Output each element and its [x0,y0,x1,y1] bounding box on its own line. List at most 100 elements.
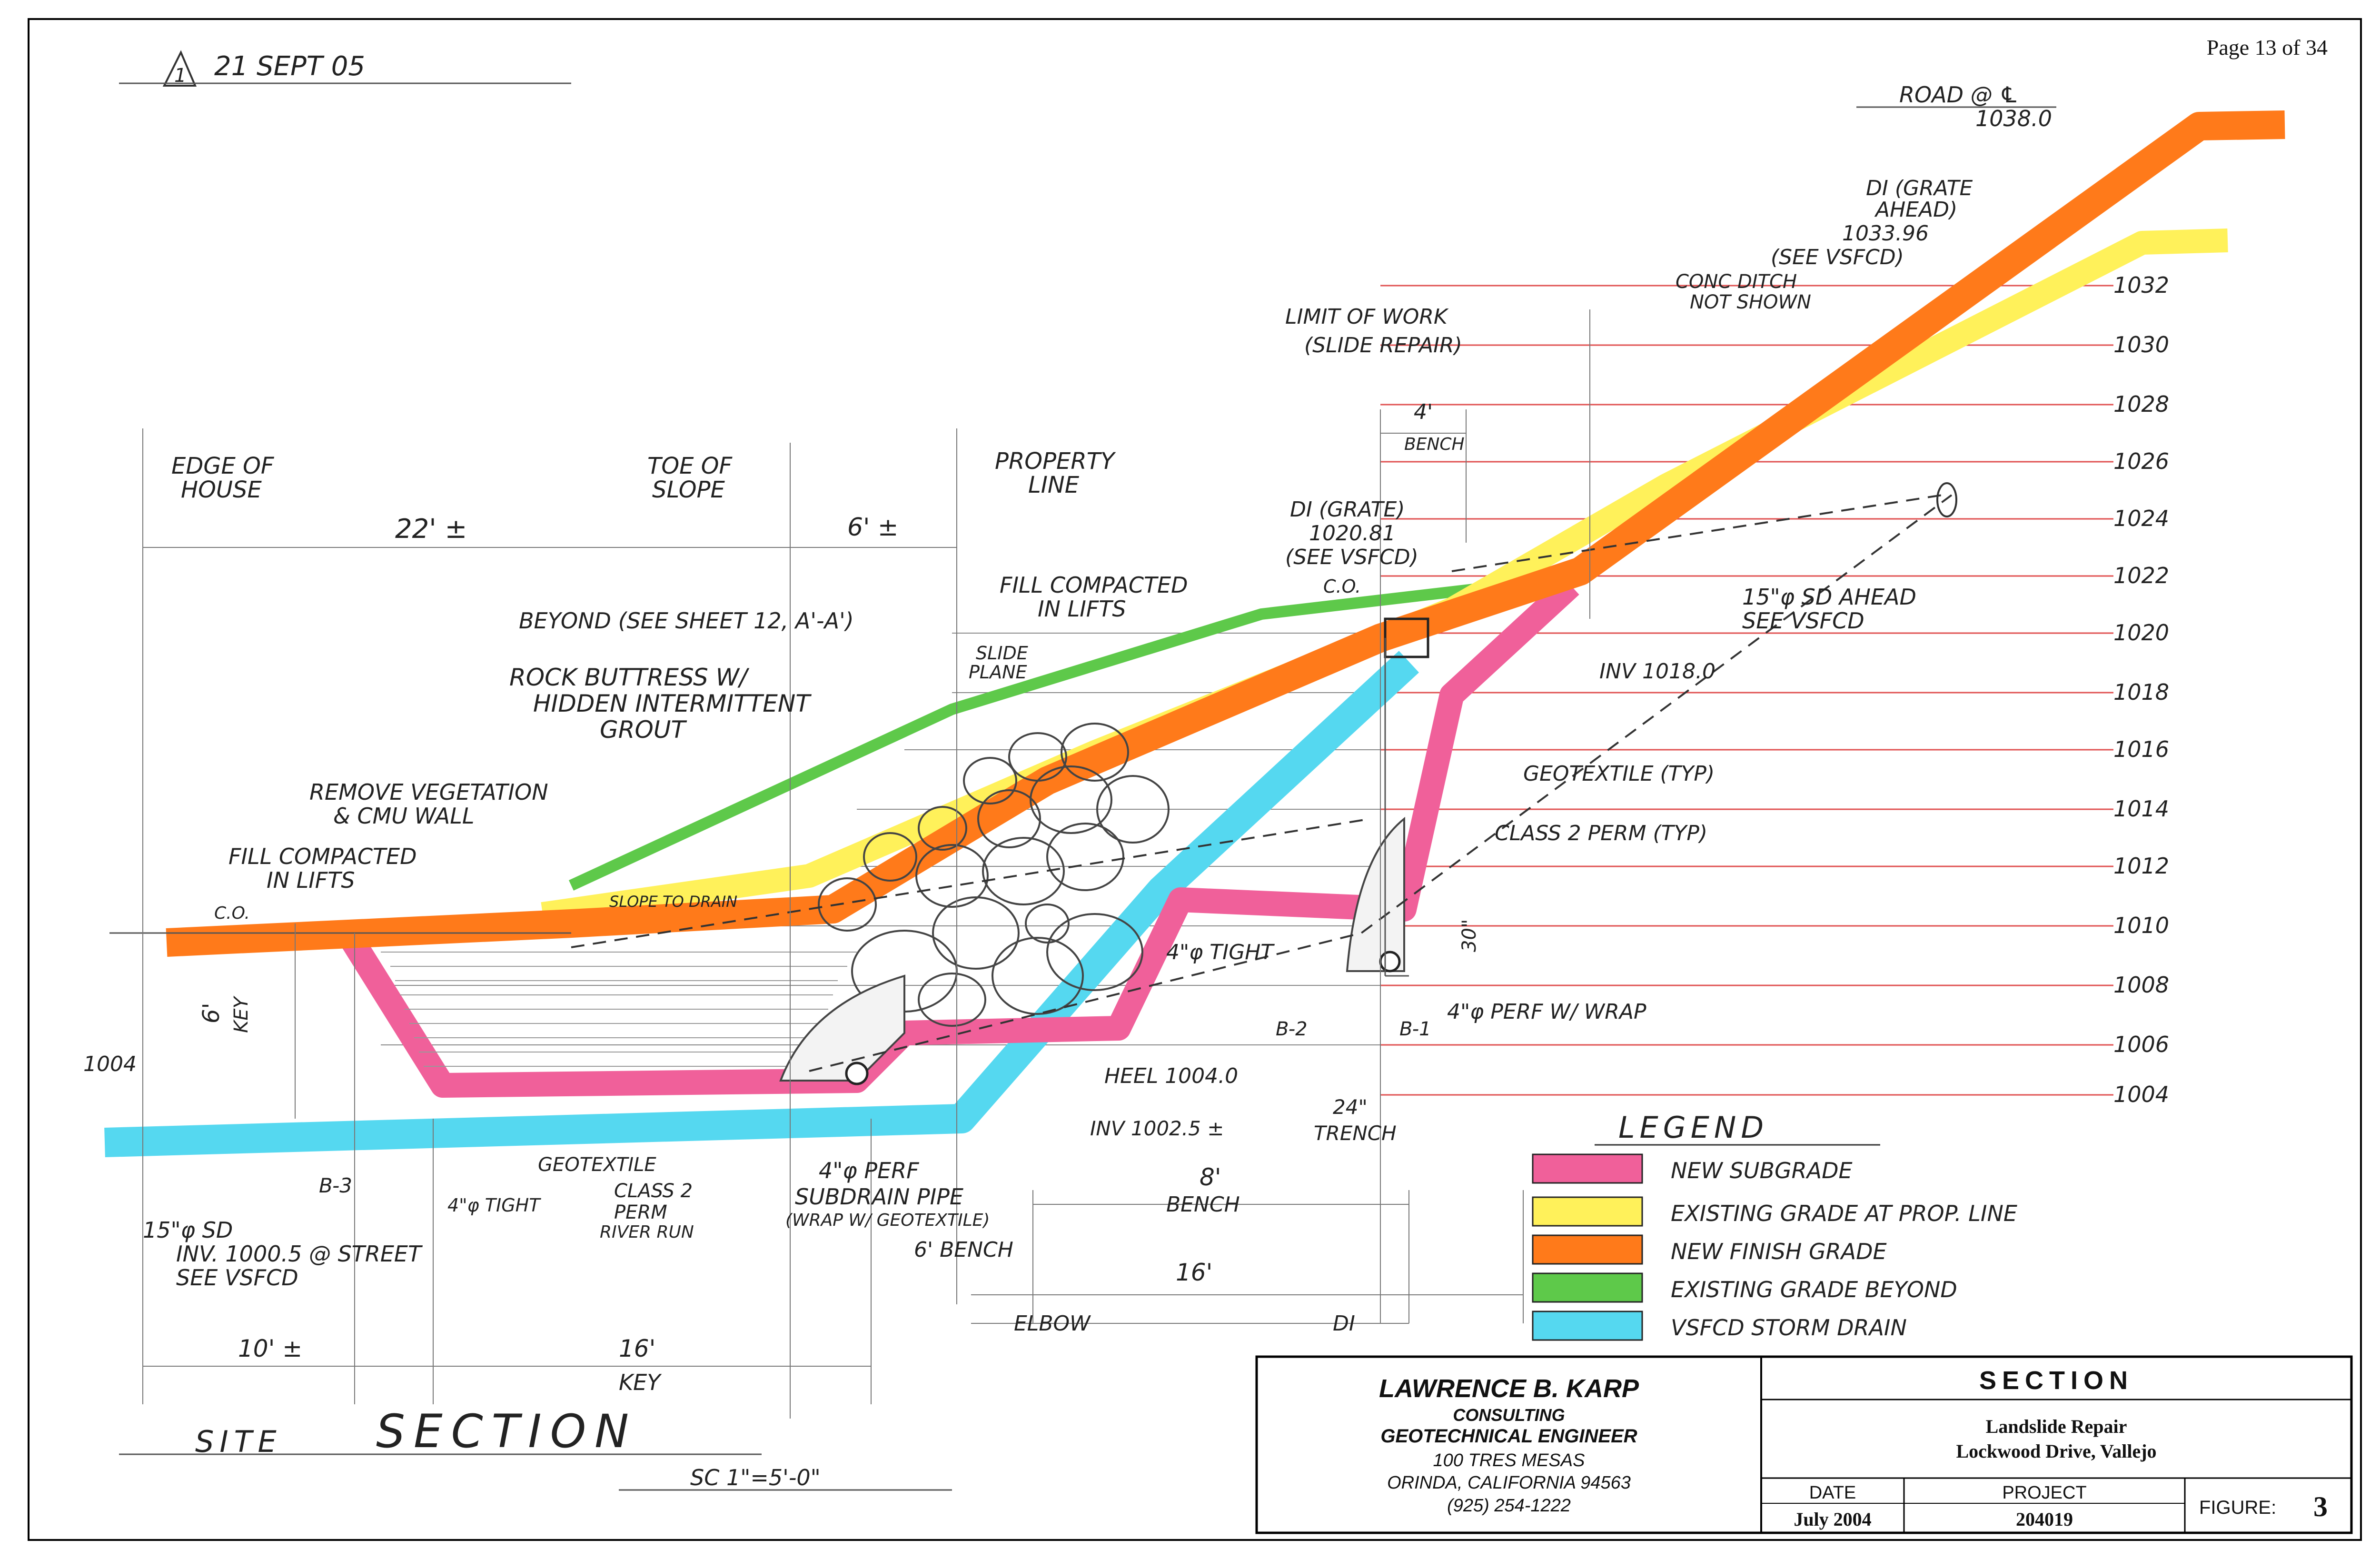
legend-swatch-storm-drain [1532,1311,1643,1341]
elev-label: 1014 [2113,796,2169,822]
b1-label: B-1 [1399,1018,1431,1040]
fill-low-label: FILL COMPACTED [228,844,417,869]
elev-label: 1016 [2113,736,2169,762]
firm-consulting: CONSULTING [1453,1405,1565,1425]
di-mid-label: 1020.81 [1309,521,1396,546]
elev-label: 1020 [2113,620,2169,645]
geotextile-low-label: GEOTEXTILE [538,1154,656,1176]
rock-buttress-label: ROCK BUTTRESS W/ [509,664,750,691]
limit-of-work-label: (SLIDE REPAIR) [1304,333,1462,357]
elev-label: 1006 [2113,1032,2169,1057]
road-label: ROAD @ ℄ [1899,82,2019,108]
rock-buttress-label: GROUT [600,716,687,744]
firm-name: LAWRENCE B. KARP [1379,1374,1639,1403]
dim-16-left-label: 16' [619,1335,655,1362]
legend-label-storm-drain: VSFCD STORM DRAIN [1671,1315,1907,1341]
legend-label-new-subgrade: NEW SUBGRADE [1671,1158,1853,1183]
legend-label-existing-grade-beyond: EXISTING GRADE BEYOND [1671,1277,1957,1302]
di-top-label: (SEE VSFCD) [1771,245,1904,269]
remove-vegetation-label: REMOVE VEGETATION [309,779,548,805]
dim-24-label: 24" [1333,1095,1368,1119]
di-low-label: DI [1333,1311,1355,1336]
figure-label: FIGURE: [2199,1497,2276,1518]
firm-address-1: 100 TRES MESAS [1433,1450,1585,1470]
fill-compacted-label: IN LIFTS [1038,596,1126,622]
inv-10025-label: INV 1002.5 ± [1090,1117,1224,1140]
fill-low-label: IN LIFTS [267,867,355,893]
existing-grade-beyond-band [568,575,1548,891]
conc-ditch-label: CONC DITCH [1676,271,1797,293]
fill-compacted-label: FILL COMPACTED [1000,572,1188,598]
elev-label: 1018 [2113,679,2169,705]
scale-label: SC 1"=5'-0" [690,1465,821,1490]
sd15-label: 15"φ SD [143,1217,233,1243]
elev-label: 1028 [2113,391,2169,417]
firm-engineer: GEOTECHNICAL ENGINEER [1380,1426,1637,1447]
inv-1018-label: INV 1018.0 [1599,659,1716,684]
section-heading: SECTION [1979,1366,2133,1395]
di-top-label: 1033.96 [1842,221,1929,246]
class2-low-label: CLASS 2 [614,1180,693,1202]
class2-low-label: RIVER RUN [600,1222,694,1242]
dim-16-right-label: 16' [1176,1259,1212,1286]
grade-bands [104,110,2285,1157]
elev-1004-label: 1004 [83,1052,137,1076]
site-title: SITE [195,1424,282,1459]
subdrain-pipe [845,1062,869,1085]
heel-label: HEEL 1004.0 [1104,1064,1238,1088]
slide-plane-label: SLIDE [976,643,1028,664]
legend-swatch-new-finish-grade [1532,1234,1643,1265]
title-block: LAWRENCE B. KARP CONSULTING GEOTECHNICAL… [1255,1355,2353,1534]
sd-ahead-label: SEE VSFCD [1742,608,1864,634]
dim-22-label: 22' ± [395,514,467,545]
sd-ahead-label: 15"φ SD AHEAD [1742,584,1916,610]
revision-date: 21 SEPT 05 [214,51,365,82]
elev-label: 1022 [2113,563,2169,588]
project-label: PROJECT [2002,1483,2086,1503]
elev-label: 1026 [2113,448,2169,474]
elev-label: 1012 [2113,853,2169,879]
rock-buttress-label: HIDDEN INTERMITTENT [533,690,812,717]
toe-of-slope-label: SLOPE [652,477,725,503]
section-title: SECTION [376,1405,637,1458]
key-bottom-label: KEY [619,1370,662,1395]
di-top-label: DI (GRATE [1866,176,1973,200]
slide-plane-label: PLANE [969,662,1027,683]
dim-6-label: 6' ± [847,513,898,542]
sd15-label: SEE VSFCD [176,1265,298,1291]
legend-swatch-existing-grade-prop-line [1532,1196,1643,1227]
firm-address-2: ORINDA, CALIFORNIA 94563 [1387,1473,1631,1493]
co-low-label: C.O. [214,904,250,923]
project-value: 204019 [2016,1509,2073,1530]
b2-label: B-2 [1276,1018,1308,1040]
figure-value: 3 [2313,1491,2328,1522]
bench-word-label: BENCH [1404,435,1465,454]
elev-label: 1010 [2113,913,2169,938]
elev-label: 1024 [2113,506,2169,531]
sd15-label: INV. 1000.5 @ STREET [176,1241,423,1267]
edge-of-house-label: HOUSE [181,477,262,503]
tight-4-low-label: 4"φ TIGHT [447,1195,541,1216]
key-6-label: 6' [198,1003,225,1023]
co-top-label: C.O. [1323,576,1361,597]
beyond-label: BEYOND (SEE SHEET 12, A'-A') [519,608,854,634]
property-line-label: PROPERTY [995,448,1116,475]
legend: LEGEND NEW SUBGRADE EXISTING GRADE AT PR… [1532,1110,2017,1341]
elev-label: 1030 [2113,332,2169,357]
dim-10-label: 10' ± [238,1335,302,1362]
elevation-labels: 1032 1030 1028 1026 1024 1022 1020 1018 … [2113,272,2169,1107]
elev-label: 1008 [2113,972,2169,998]
perf-pipe-label: (WRAP W/ GEOTEXTILE) [785,1211,990,1230]
bench-8-word-label: BENCH [1166,1192,1240,1217]
di-mid-label: DI (GRATE) [1290,497,1405,522]
bench-4-label: 4' [1414,400,1433,424]
date-label: DATE [1809,1483,1856,1503]
conc-ditch-label: NOT SHOWN [1690,291,1811,313]
property-line-label: LINE [1028,472,1080,498]
legend-swatch-existing-grade-beyond [1532,1272,1643,1303]
new-subgrade-band [337,576,1579,1098]
edge-of-house-label: EDGE OF [171,453,275,479]
dim-30-label: 30" [1458,919,1480,952]
elbow-label: ELBOW [1014,1311,1091,1336]
legend-label-new-finish-grade: NEW FINISH GRADE [1671,1239,1887,1264]
